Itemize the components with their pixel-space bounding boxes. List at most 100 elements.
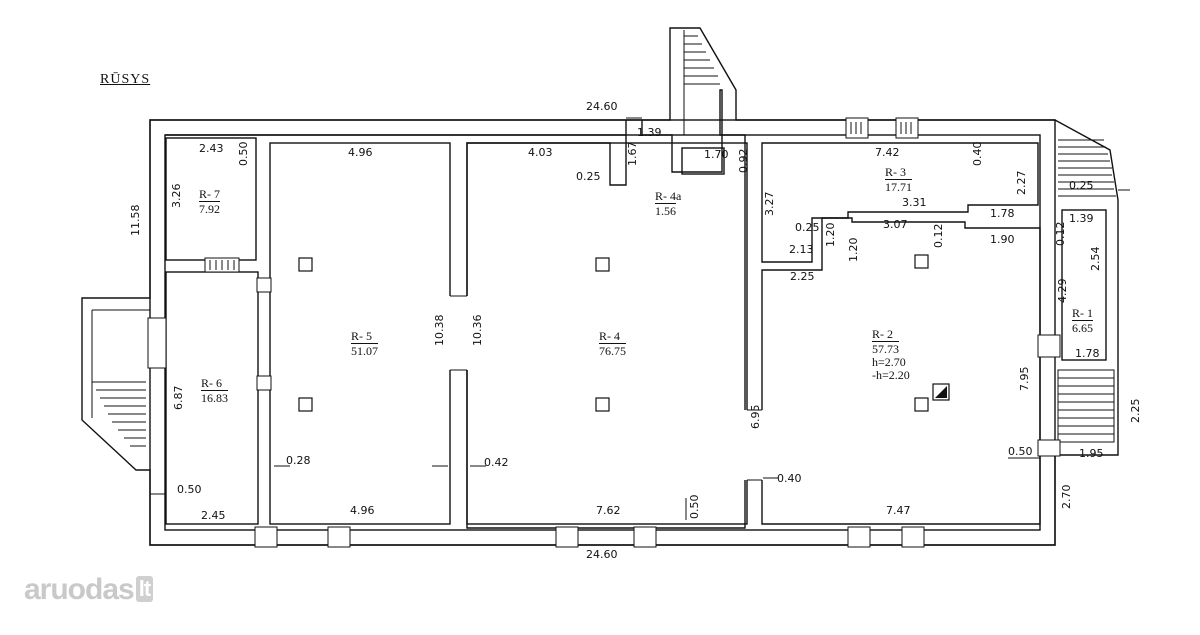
dim-1-39-r1: 1.39: [1069, 212, 1094, 225]
room-r4a-outline: [681, 147, 725, 175]
dim-top-total: 24.60: [586, 100, 618, 113]
watermark-text: aruodas: [24, 573, 135, 606]
outer-wall: [81, 27, 1119, 546]
dim-1-39-top: 1.39: [637, 126, 662, 139]
room-r1-outline: [1061, 209, 1107, 361]
room-r6-label: R- 6 16.83: [201, 377, 228, 405]
dim-1-70: 1.70: [704, 148, 729, 161]
pillar-r2-2: [914, 397, 929, 412]
window-bottom-5: [847, 526, 871, 548]
dim-7-47: 7.47: [886, 504, 911, 517]
room-r2-label: R- 2 57.73 h=2.70 -h=2.20: [872, 328, 910, 382]
pillar-r5-2: [298, 397, 313, 412]
window-bottom-2: [327, 526, 351, 548]
room-r2-name: R- 2: [872, 327, 893, 341]
room-r1-label: R- 1 6.65: [1072, 307, 1093, 335]
room-r3-area: 17.71: [885, 179, 912, 194]
dim-2-25-right: 2.25: [1129, 398, 1142, 424]
dim-7-62: 7.62: [596, 504, 621, 517]
dim-0-50-r4: 0.50: [688, 494, 701, 520]
room-r1-name: R- 1: [1072, 306, 1093, 320]
dim-left-height: 11.58: [129, 204, 142, 237]
dim-0-50-r6: 0.50: [177, 483, 202, 496]
window-bottom-1: [254, 526, 278, 548]
dim-0-28: 0.28: [286, 454, 311, 467]
window-bottom-3: [555, 526, 579, 548]
dim-3-31: 3.31: [902, 196, 927, 209]
dim-6-95: 6.95: [749, 404, 762, 430]
dim-1-78-r1: 1.78: [1075, 347, 1100, 360]
dim-1-78-r3: 1.78: [990, 207, 1015, 220]
column-2: [256, 375, 272, 391]
dim-10-36: 10.36: [471, 314, 484, 347]
dim-3-27: 3.27: [763, 191, 776, 217]
room-r6-name: R- 6: [201, 376, 222, 390]
room-r5-label: R- 5 51.07: [351, 330, 378, 358]
window-bottom-6: [901, 526, 925, 548]
dim-10-38: 10.38: [433, 314, 446, 347]
window-top-2: [895, 117, 919, 139]
dim-3-26: 3.26: [170, 183, 183, 209]
dim-0-12-r1: 0.12: [1054, 221, 1067, 247]
dim-4-03: 4.03: [528, 146, 553, 159]
room-r4-name: R- 4: [599, 329, 620, 343]
room-r2-height-low: -h=2.20: [872, 368, 910, 382]
dim-2-27: 2.27: [1015, 170, 1028, 196]
room-r7-label: R- 7 7.92: [199, 188, 220, 216]
dim-4-96-top: 4.96: [348, 146, 373, 159]
plan-title: RŪSYS: [100, 72, 151, 87]
outer-wall-inner: [165, 89, 746, 529]
dim-1-20-a: 1.20: [824, 222, 837, 248]
dim-2-13: 2.13: [789, 243, 814, 256]
room-r4a-name: R- 4a: [655, 189, 682, 203]
door-r2-stairs: [1037, 439, 1061, 457]
dim-bottom-total: 24.60: [586, 548, 618, 561]
dim-2-54: 2.54: [1089, 246, 1102, 272]
dim-1-95: 1.95: [1079, 447, 1104, 460]
chimney-symbol: [935, 386, 947, 398]
dim-1-67: 1.67: [626, 141, 639, 167]
room-r4-area: 76.75: [599, 343, 626, 358]
dim-0-25-r4: 0.25: [576, 170, 601, 183]
room-r2-area: 57.73: [872, 341, 899, 356]
room-r3-outline: [761, 142, 1039, 263]
dim-0-42: 0.42: [484, 456, 509, 469]
watermark-tld: lt: [135, 576, 154, 602]
room-r7-area: 7.92: [199, 201, 220, 216]
room-r4a-label: R- 4a 1.56: [655, 190, 681, 218]
dim-2-70: 2.70: [1060, 484, 1073, 510]
dim-0-50-r7: 0.50: [237, 141, 250, 167]
room-r5-area: 51.07: [351, 343, 378, 358]
room-r2-height: h=2.70: [872, 355, 906, 369]
dim-0-50-r2: 0.50: [1008, 445, 1033, 458]
dim-6-87: 6.87: [172, 385, 185, 411]
pillar-r5-1: [298, 257, 313, 272]
dim-0-12-r2: 0.12: [932, 223, 945, 249]
room-r3-label: R- 3 17.71: [885, 166, 912, 194]
room-r4-label: R- 4 76.75: [599, 330, 626, 358]
dim-4-29: 4.29: [1056, 278, 1069, 304]
dim-2-25-r3: 2.25: [790, 270, 815, 283]
stairs-top: [683, 30, 720, 135]
dim-0-25-r1: 0.25: [1069, 179, 1094, 192]
stairs-right-top: [1058, 139, 1116, 197]
dim-1-90: 1.90: [990, 233, 1015, 246]
dim-4-96-bottom: 4.96: [350, 504, 375, 517]
pillar-r4-2: [595, 397, 610, 412]
room-r3-name: R- 3: [885, 165, 906, 179]
dim-7-42: 7.42: [875, 146, 900, 159]
room-r5-name: R- 5: [351, 329, 372, 343]
dim-0-40: 0.40: [971, 141, 984, 167]
stairs-right-bottom: [1057, 369, 1115, 443]
dim-2-43: 2.43: [199, 142, 224, 155]
door-r2-r1: [1037, 334, 1061, 358]
room-r1-area: 6.65: [1072, 320, 1093, 335]
window-bottom-4: [633, 526, 657, 548]
pillar-r2-1: [914, 254, 929, 269]
dim-0-40-r2: 0.40: [777, 472, 802, 485]
room-r2-outline: [761, 217, 1041, 525]
dim-7-95: 7.95: [1018, 366, 1031, 392]
dim-2-45: 2.45: [201, 509, 226, 522]
